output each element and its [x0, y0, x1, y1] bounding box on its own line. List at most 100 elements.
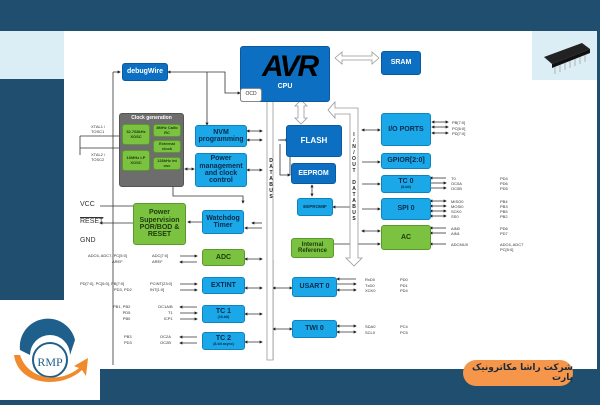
signal-label: INT[1:0] — [150, 287, 165, 292]
ac-signals: AIN0 AIN1 ADCMUX — [451, 226, 468, 247]
pin-label: PB5 — [500, 209, 508, 214]
signal-label: AREF — [152, 259, 163, 264]
rmp-logo-icon: RMP — [14, 318, 88, 382]
ac-block: AC — [381, 225, 431, 250]
pin-label: PD6 — [500, 226, 508, 231]
company-name-badge[interactable]: شرکت راشا مکاترونیک پارت — [463, 360, 573, 386]
pin-label: PD4 — [500, 176, 508, 181]
ac-pins: PD6 PD7 ADC6, ADC7 PC[5:0] — [500, 226, 523, 252]
spi0-pins: PB4 PB3 PB5 PB2 — [500, 199, 508, 219]
tc1-block: TC 1 (16-bit) — [202, 305, 245, 323]
gnd-label: GND — [80, 237, 96, 244]
sram-block: SRAM — [381, 51, 421, 75]
signal-label: T1 — [168, 310, 173, 315]
extint-pins-left: PD[7:0], PC[6:0], PB[7:0] — [80, 281, 125, 286]
pin-label: PD4 — [400, 288, 408, 293]
signal-label: ADCMUX — [451, 242, 469, 247]
tc1-sub: (16-bit) — [217, 314, 230, 319]
signal-label: MOSI0 — [451, 204, 464, 209]
pin-label: PD[7:0] — [452, 131, 466, 136]
nvm-programming-block: NVM programming — [195, 125, 247, 147]
xtal1-label: XTAL1 / TOSC1 — [91, 124, 106, 134]
extint-pins-left-2: PD3, PD2 — [114, 287, 132, 292]
pin-label: PD5 — [122, 310, 131, 315]
cpu-label: CPU — [277, 83, 293, 90]
adc-aref-left: AREF — [112, 259, 123, 264]
twi0-block: TWI 0 — [292, 320, 337, 338]
pin-label: PC[6:0] — [452, 125, 466, 131]
flash-block: FLASH — [286, 125, 342, 157]
top-banner — [0, 0, 600, 31]
decorative-panel — [0, 31, 64, 79]
io-ports-block: I/O PORTS — [381, 113, 431, 146]
signal-label: AIN1 — [451, 231, 460, 236]
eepromif-block: EEPROMIF — [297, 198, 333, 216]
pin-label: PC5 — [400, 329, 408, 335]
signal-label: XCK0 — [365, 288, 376, 293]
extint-signals: PCINT[23:0] INT[1:0] — [150, 281, 172, 293]
gpior-block: GPIOR[2:0] — [381, 153, 431, 169]
clock-item: External clock — [153, 140, 181, 153]
pin-label: PB[7:0] — [452, 120, 466, 125]
signal-label: SDA0 — [365, 324, 376, 329]
clock-generation-title: Clock generation — [131, 115, 172, 121]
pin-label: PB3 — [500, 204, 508, 209]
tc0-signals: T0 OC0A OC0B — [451, 176, 462, 191]
signal-label: SCK0 — [451, 209, 462, 214]
usart0-pins: PD0 PD1 PD4 — [400, 277, 408, 294]
internal-reference-block: Internal Reference — [291, 238, 334, 258]
reset-label: RESET — [80, 218, 104, 225]
twi0-signals: SDA0 SCL0 — [365, 324, 375, 335]
pin-label: PD1 — [400, 282, 408, 288]
tc2-label: TC 2 — [215, 335, 232, 343]
pin-label: PC4 — [400, 324, 408, 329]
clock-item: 128kHz int osc — [153, 157, 181, 170]
tc0-pins: PD4 PD6 PD5 — [500, 176, 508, 191]
pin-label: PD6 — [500, 181, 508, 186]
pin-label: PB2 — [500, 214, 508, 219]
clock-item: 8MHz Calib RC — [153, 124, 181, 137]
pin-label: PD7 — [500, 231, 508, 236]
adc-pins-left: ADC6, ADC7, PC[5:0] — [88, 253, 127, 258]
pin-label: PB4 — [500, 199, 508, 204]
tc1-pins: PB1, PB2 PD5 PB0 — [113, 304, 130, 322]
eeprom-block: EEPROM — [291, 163, 336, 184]
debugwire-block: debugWire — [122, 63, 168, 81]
signal-label: SS0 — [451, 214, 459, 219]
tc0-label: TC 0 — [398, 178, 414, 186]
adc-signals: ADC[7:0] AREF — [152, 253, 168, 265]
pin-label: ADC6, ADC7 — [500, 242, 524, 247]
io-ports-pins: PB[7:0] PC[6:0] PD[7:0] — [452, 120, 465, 137]
pin-label: PD0 — [400, 277, 408, 282]
signal-label: PCINT[23:0] — [150, 281, 173, 286]
signal-label: ICP1 — [163, 316, 173, 321]
pin-label: PB1, PB2 — [113, 304, 131, 309]
tc0-sub: (8-bit) — [401, 184, 411, 189]
extint-block: EXTINT — [202, 277, 245, 294]
avr-logo: AVR — [262, 50, 319, 83]
signal-label: T0 — [451, 176, 456, 181]
ocd-block: OCD — [240, 88, 262, 102]
ic-chip-image — [532, 31, 597, 80]
signal-label: OC2B — [160, 340, 171, 345]
signal-label: RxD0 — [365, 277, 376, 282]
signal-label: SCL0 — [365, 329, 376, 335]
signal-label: AIN0 — [451, 226, 460, 231]
signal-label: OC0A — [451, 181, 462, 186]
pin-label: PD5 — [500, 186, 508, 191]
signal-label: TxD0 — [365, 282, 375, 288]
ic-chip-icon — [544, 43, 590, 74]
twi0-pins: PC4 PC5 — [400, 324, 408, 335]
clock-item: 32.768kHz XOSC — [122, 124, 150, 145]
pin-label: PB3 — [124, 334, 132, 339]
spi0-signals: MISO0 MOSI0 SCK0 SS0 — [451, 199, 463, 219]
spi0-block: SPI 0 — [381, 198, 431, 220]
tc2-signals: OC2A OC2B — [160, 334, 171, 346]
tc2-block: TC 2 (8-bit async) — [202, 332, 245, 350]
tc1-label: TC 1 — [215, 308, 232, 316]
pin-label: PD3 — [124, 340, 132, 345]
vcc-label: VCC — [80, 201, 95, 208]
